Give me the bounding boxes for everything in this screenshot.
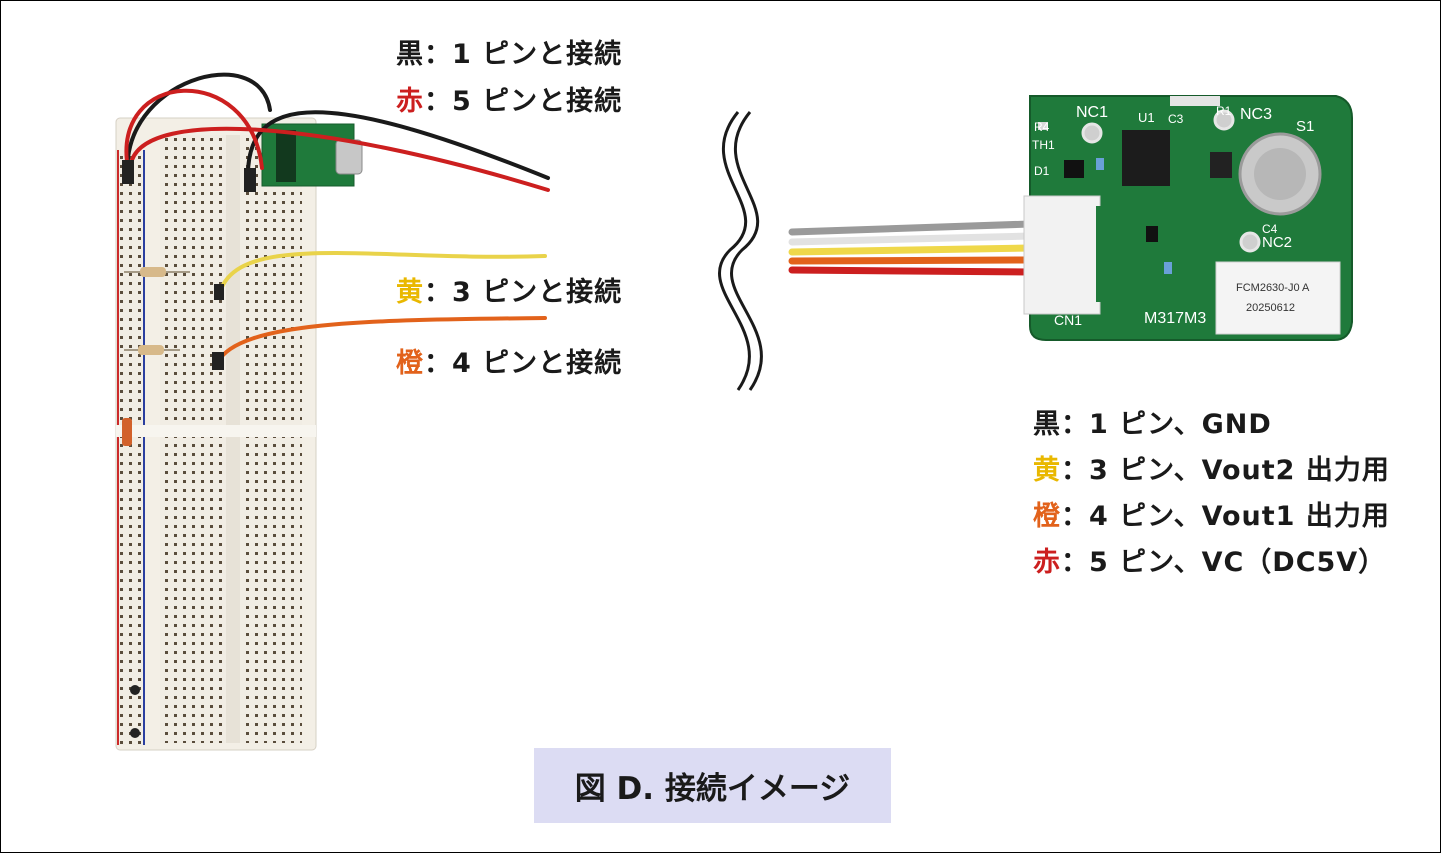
label-orange-breadboard: 橙：4 ピンと接続 xyxy=(396,341,622,380)
label-text: ：3 ピンと接続 xyxy=(424,277,623,308)
pcb-nc1-label: NC1 xyxy=(1076,104,1109,121)
color-black-char: 黒 xyxy=(1033,409,1061,440)
label-text: ：4 ピンと接続 xyxy=(424,348,623,379)
label-text: ：4 ピン、Vout1 出力用 xyxy=(1061,501,1390,532)
breadboard xyxy=(115,117,363,751)
pcb-sticker-line2: 20250612 xyxy=(1246,302,1295,314)
label-black-sensor: 黒：1 ピン、GND xyxy=(1033,402,1272,441)
label-yellow-breadboard: 黄：3 ピンと接続 xyxy=(396,270,622,309)
pcb-s1-label: S1 xyxy=(1296,118,1315,135)
pcb-u1-label: U1 xyxy=(1138,110,1155,125)
label-text: ：5 ピンと接続 xyxy=(424,86,623,117)
figure-caption: 図 D. 接続イメージ xyxy=(534,748,891,823)
pcb-r4-label: R4 xyxy=(1034,120,1050,134)
breadboard-wires xyxy=(122,72,550,370)
pcb-c4-label: C4 xyxy=(1262,222,1278,236)
color-red-char: 赤 xyxy=(396,86,424,117)
label-text: ：3 ピン、Vout2 出力用 xyxy=(1061,455,1390,486)
color-red-char: 赤 xyxy=(1033,547,1061,578)
label-text: ：1 ピンと接続 xyxy=(424,39,623,70)
pcb-d1-label: D1 xyxy=(1034,164,1050,178)
pcb-model-label: M317M3 xyxy=(1144,310,1207,327)
sensor-pcb xyxy=(1023,95,1353,341)
color-yellow-char: 黄 xyxy=(396,277,424,308)
label-black-breadboard: 黒：1 ピンと接続 xyxy=(396,32,622,71)
pcb-nc3-label: NC3 xyxy=(1240,106,1273,123)
color-yellow-char: 黄 xyxy=(1033,455,1061,486)
pcb-th1-label: TH1 xyxy=(1032,138,1055,152)
label-text: ：5 ピン、VC（DC5V） xyxy=(1061,547,1387,578)
label-orange-sensor: 橙：4 ピン、Vout1 出力用 xyxy=(1033,494,1390,533)
color-orange-char: 橙 xyxy=(1033,501,1061,532)
pcb-sticker-line1: FCM2630-J0 A xyxy=(1236,282,1310,294)
label-yellow-sensor: 黄：3 ピン、Vout2 出力用 xyxy=(1033,448,1390,487)
pcb-c3-label: C3 xyxy=(1168,112,1184,126)
pcb-cn1-label: CN1 xyxy=(1054,312,1083,328)
label-text: ：1 ピン、GND xyxy=(1061,409,1272,440)
label-red-sensor: 赤：5 ピン、VC（DC5V） xyxy=(1033,540,1386,579)
label-red-breadboard: 赤：5 ピンと接続 xyxy=(396,79,622,118)
sensor-cable xyxy=(788,220,1034,276)
pcb-r1-label: R1 xyxy=(1216,104,1232,118)
color-orange-char: 橙 xyxy=(396,348,424,379)
color-black-char: 黒 xyxy=(396,39,424,70)
pcb-nc2-label: NC2 xyxy=(1262,234,1293,251)
break-symbol xyxy=(717,111,763,391)
